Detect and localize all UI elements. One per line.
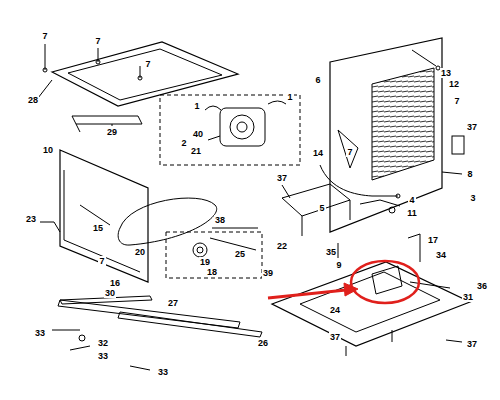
callout-number: 5: [318, 203, 325, 213]
callout-number: 19: [199, 257, 211, 267]
callout-number: 30: [104, 288, 116, 298]
callout-number: 37: [466, 339, 478, 349]
callout-number: 7: [453, 96, 460, 106]
callout-number: 12: [448, 79, 460, 89]
callout-number: 35: [325, 247, 337, 257]
callout-number: 29: [106, 127, 118, 137]
callout-number: 16: [109, 278, 121, 288]
callout-number: 9: [335, 260, 342, 270]
callout-number: 37: [329, 332, 341, 342]
callout-number: 11: [406, 208, 418, 218]
callout-number: 13: [440, 68, 452, 78]
callout-number: 37: [466, 122, 478, 132]
callout-number: 7: [346, 147, 353, 157]
callout-number: 22: [276, 241, 288, 251]
callout-number: 10: [42, 145, 54, 155]
callout-number: 38: [214, 215, 226, 225]
callout-number: 33: [157, 367, 169, 377]
callout-number: 7: [41, 31, 48, 41]
callout-number: 34: [435, 250, 447, 260]
callout-number: 33: [34, 328, 46, 338]
callout-number: 25: [234, 249, 246, 259]
callout-number: 33: [97, 351, 109, 361]
callout-number: 6: [314, 75, 321, 85]
callout-number: 17: [427, 235, 439, 245]
callout-number: 24: [329, 305, 341, 315]
callout-number: 20: [134, 247, 146, 257]
callout-number: 39: [262, 268, 274, 278]
callout-number: 27: [167, 298, 179, 308]
callout-number: 7: [94, 36, 101, 46]
callout-number: 8: [466, 169, 473, 179]
callout-number: 15: [92, 223, 104, 233]
callout-number: 7: [144, 59, 151, 69]
callout-number: 26: [257, 338, 269, 348]
callout-number: 18: [206, 267, 218, 277]
callout-number: 7: [98, 256, 105, 266]
callout-number: 1: [193, 101, 200, 111]
callout-number: 23: [25, 214, 37, 224]
callout-number: 14: [312, 148, 324, 158]
callout-number: 36: [476, 281, 488, 291]
callout-number: 3: [469, 193, 476, 203]
callout-number: 4: [408, 195, 415, 205]
callout-number: 37: [276, 173, 288, 183]
callout-number: 21: [190, 146, 202, 156]
callout-number: 40: [192, 129, 204, 139]
callout-number: 28: [27, 95, 39, 105]
callout-number: 1: [286, 92, 293, 102]
callout-number: 32: [97, 338, 109, 348]
callout-number: 31: [462, 292, 474, 302]
callout-number: 2: [180, 138, 187, 148]
